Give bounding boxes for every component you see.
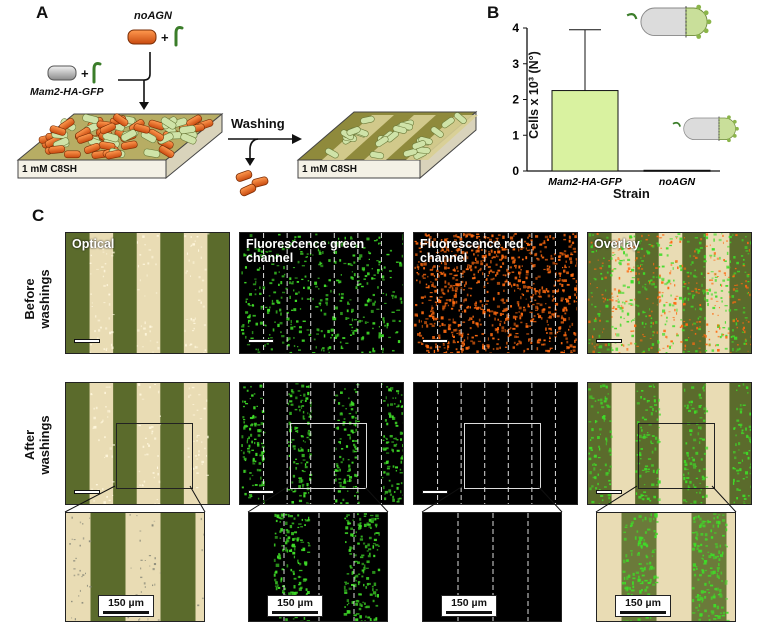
scale-bar: [422, 339, 448, 343]
micro-inset-overlay: 150 µm: [596, 512, 736, 622]
y-tick-label: 2: [512, 93, 519, 107]
micro-title-overlay: Overlay: [594, 237, 640, 251]
micro-after-green-image: [240, 383, 403, 504]
substrate-label-before: 1 mM C8SH: [22, 164, 78, 175]
y-axis-title: Cells x 10³ (N°): [527, 51, 541, 139]
scale-bar: [248, 339, 274, 343]
micro-before-red: Fluorescence red channel: [413, 232, 578, 354]
y-tick-label: 0: [512, 164, 519, 178]
washing-drop-arrow: [249, 138, 259, 160]
micro-after-overlay-image: [588, 383, 751, 504]
scale-label: 150 µm: [267, 595, 323, 617]
scale-bar: [74, 490, 100, 494]
row-label-before: Before washings: [22, 269, 52, 329]
scale-bar: [248, 490, 274, 494]
agn-hook-icon: [174, 26, 184, 47]
micro-after-red-image: [414, 383, 577, 504]
arrow-head: [292, 134, 302, 144]
scale-label: 150 µm: [98, 595, 154, 617]
mam2-cell-icon: [47, 65, 77, 81]
scale-label: 150 µm: [441, 595, 497, 617]
substrate-after: [296, 110, 478, 180]
micro-before-red-image: [414, 233, 577, 353]
y-tick-label: 3: [512, 57, 519, 71]
micro-after-optical-image: [66, 383, 229, 504]
bar-2: [643, 169, 711, 172]
micro-title-red: Fluorescence red channel: [420, 237, 524, 265]
schematic: noAGN + + Mam2-HA-GFP Washing 1 mM C8SH …: [0, 0, 480, 200]
bar-1: [551, 90, 619, 172]
zoom-box: [638, 423, 715, 489]
micro-inset-red: 150 µm: [422, 512, 562, 622]
scale-bar: [272, 611, 318, 614]
micro-after-red: [413, 382, 578, 505]
micro-before-overlay: Overlay: [587, 232, 752, 354]
scale-bar: [446, 611, 492, 614]
zoom-box: [116, 423, 193, 489]
schematic-drawing: [16, 26, 478, 197]
noagn-cell-icon: [127, 29, 157, 45]
micro-before-green-image: [240, 233, 403, 353]
bacterium-icon: [672, 115, 739, 143]
scale-bar: [596, 339, 622, 343]
arrow-head: [139, 102, 149, 110]
bacterium-icon: [626, 4, 712, 39]
micro-inset-optical: 150 µm: [65, 512, 205, 622]
panel-label-a: A: [36, 3, 49, 22]
y-tick-label: 4: [512, 21, 519, 35]
substrate-before: [16, 112, 224, 180]
panel-label-c: C: [32, 206, 45, 225]
x-tick-label: Mam2-HA-GFP: [548, 176, 623, 188]
scale-bar: [74, 339, 100, 343]
agn-hook-icon: [92, 62, 102, 84]
micro-before-overlay-image: [588, 233, 751, 353]
micro-before-optical: Optical: [65, 232, 230, 354]
zoom-box: [290, 423, 367, 489]
micro-title-green: Fluorescence green channel: [246, 237, 365, 265]
plus-sign: +: [81, 66, 89, 81]
micro-after-optical: [65, 382, 230, 505]
micro-before-green: Fluorescence green channel: [239, 232, 404, 354]
plus-sign: +: [161, 30, 169, 45]
micro-before-optical-image: [66, 233, 229, 353]
scale-bar: [422, 490, 448, 494]
washing-label: Washing: [231, 116, 285, 131]
row-label-after: After washings: [22, 415, 52, 475]
x-axis-title: Strain: [613, 186, 650, 201]
micro-inset-green: 150 µm: [248, 512, 388, 622]
mam2-label: Mam2-HA-GFP: [30, 86, 104, 98]
merge-arrow: [118, 52, 151, 81]
substrate-label-after: 1 mM C8SH: [302, 164, 358, 175]
scale-bar: [103, 611, 149, 614]
scale-label: 150 µm: [615, 595, 671, 617]
scale-bar: [596, 490, 622, 494]
panel-label-b: B: [487, 3, 500, 22]
scale-bar: [620, 611, 666, 614]
y-tick-label: 1: [512, 128, 519, 142]
micro-after-green: [239, 382, 404, 505]
micro-title-optical: Optical: [72, 237, 115, 251]
noagn-label: noAGN: [134, 10, 172, 22]
micro-after-overlay: [587, 382, 752, 505]
x-tick-label: noAGN: [659, 176, 696, 188]
zoom-box: [464, 423, 541, 489]
arrow-head: [245, 158, 255, 166]
